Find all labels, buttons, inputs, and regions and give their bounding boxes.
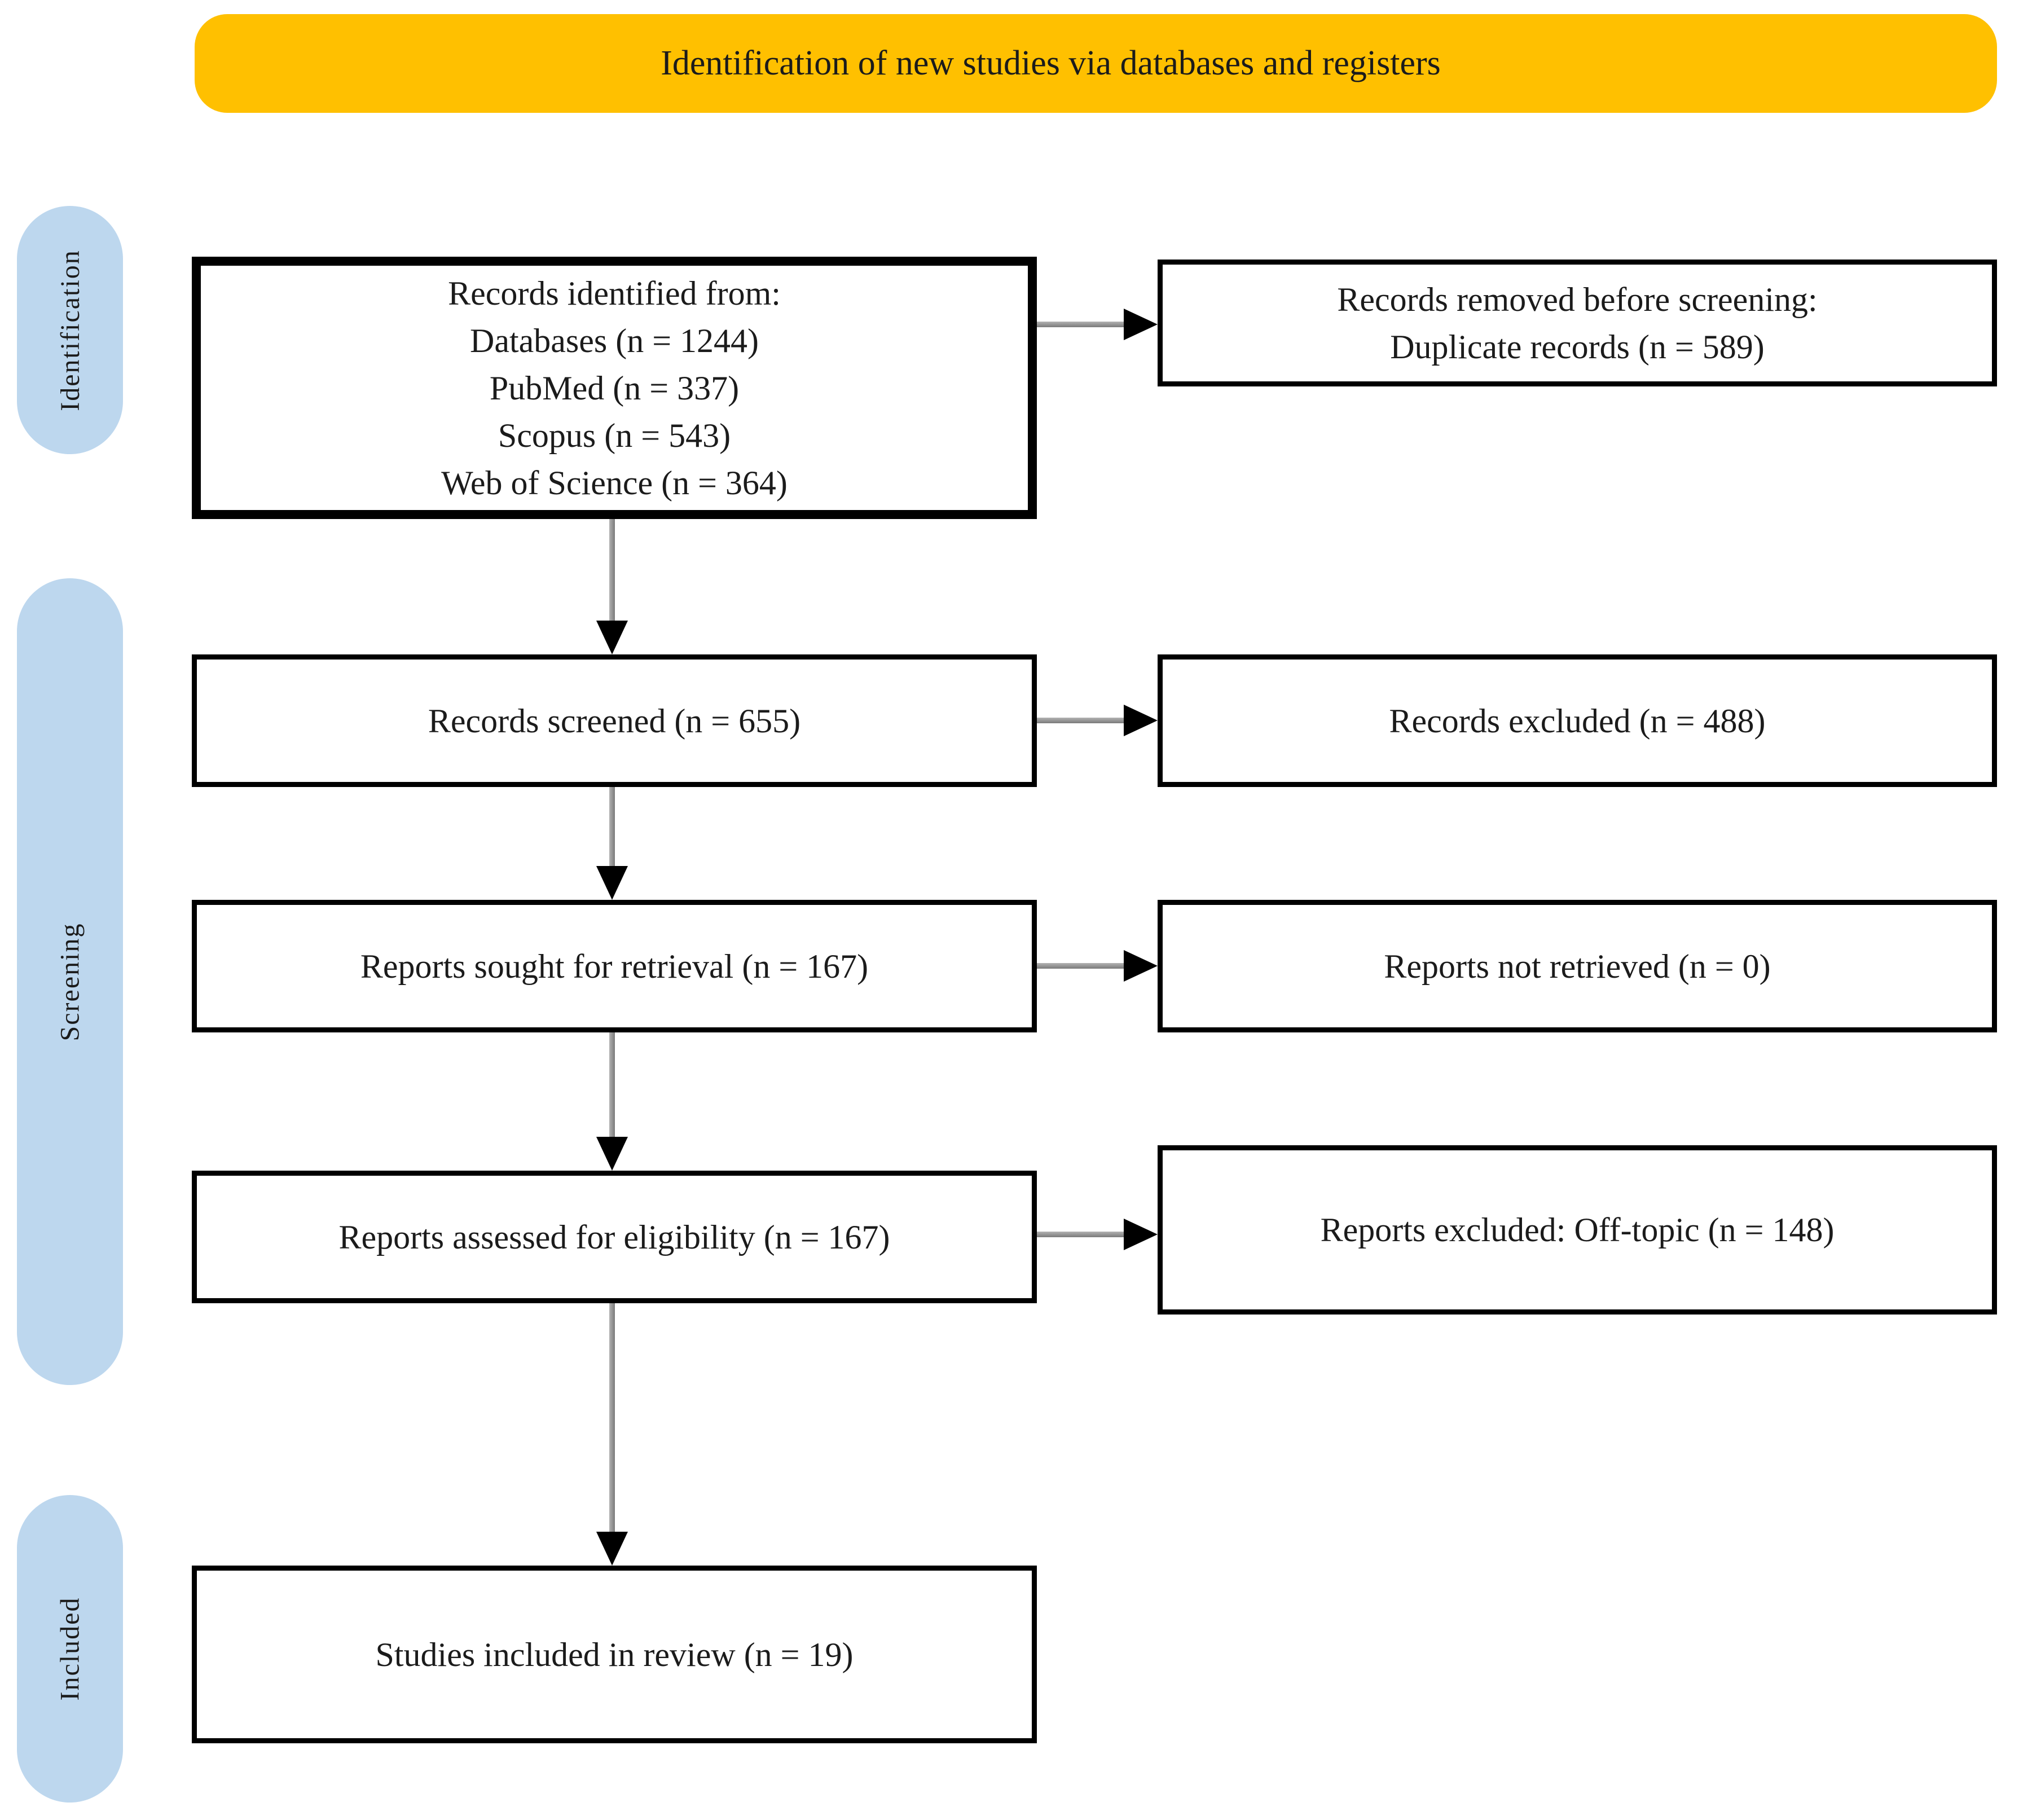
arrow-head-icon [1124, 705, 1158, 736]
box-text-line: Scopus (n = 543) [498, 416, 731, 454]
arrow-shaft [609, 1032, 615, 1137]
box-text-line: Duplicate records (n = 589) [1390, 328, 1765, 366]
box-text-line: Records identified from: [448, 274, 781, 312]
arrow-head-icon [596, 1137, 628, 1171]
stage-pill-screening: Screening [17, 578, 123, 1385]
arrow-reports-assessed-to-reports-excluded [1037, 1219, 1158, 1250]
arrow-records-screened-to-records-excluded [1037, 705, 1158, 736]
box-text-line: Studies included in review (n = 19) [375, 1636, 854, 1673]
arrow-reports-sought-to-reports-not-retrieved [1037, 950, 1158, 982]
arrow-records-identified-to-records-removed [1037, 309, 1158, 340]
arrow-shaft [609, 1303, 615, 1532]
arrow-records-identified-to-records-screened [596, 519, 628, 654]
box-records-removed: Records removed before screening: Duplic… [1158, 260, 1997, 386]
box-records-screened: Records screened (n = 655) [192, 654, 1037, 787]
arrow-head-icon [1124, 309, 1158, 340]
arrow-shaft [1037, 322, 1124, 327]
arrow-head-icon [596, 1532, 628, 1566]
arrow-reports-sought-to-reports-assessed [596, 1032, 628, 1171]
arrow-shaft [1037, 718, 1124, 723]
stage-label-included: Included [55, 1597, 85, 1701]
box-text-line: Records removed before screening: [1337, 280, 1818, 318]
box-reports-sought: Reports sought for retrieval (n = 167) [192, 900, 1037, 1032]
box-text-line: Records excluded (n = 488) [1389, 702, 1766, 740]
diagram-title: Identification of new studies via databa… [661, 44, 1441, 82]
arrow-head-icon [1124, 1219, 1158, 1250]
box-text-line: Reports excluded: Off-topic (n = 148) [1320, 1211, 1835, 1248]
stage-pill-identification: Identification [17, 206, 123, 454]
box-text-line: Databases (n = 1244) [469, 322, 759, 359]
stage-label-screening: Screening [55, 922, 85, 1041]
arrow-shaft [1037, 963, 1124, 969]
arrow-shaft [609, 787, 615, 866]
box-text-line: Records screened (n = 655) [428, 702, 801, 740]
arrow-reports-assessed-to-studies-included [596, 1303, 628, 1566]
stage-label-identification: Identification [55, 249, 85, 411]
box-text-line: Reports assessed for eligibility (n = 16… [338, 1218, 890, 1256]
stage-pill-included: Included [17, 1495, 123, 1803]
arrow-records-screened-to-reports-sought [596, 787, 628, 900]
arrow-head-icon [596, 621, 628, 654]
box-reports-not-retrieved: Reports not retrieved (n = 0) [1158, 900, 1997, 1032]
box-text-line: Reports not retrieved (n = 0) [1384, 947, 1771, 985]
box-reports-excluded: Reports excluded: Off-topic (n = 148) [1158, 1145, 1997, 1315]
arrow-head-icon [596, 866, 628, 900]
box-reports-assessed: Reports assessed for eligibility (n = 16… [192, 1171, 1037, 1303]
arrow-shaft [1037, 1232, 1124, 1237]
box-text-line: PubMed (n = 337) [489, 369, 740, 407]
arrow-shaft [609, 519, 615, 621]
arrow-head-icon [1124, 950, 1158, 982]
box-records-identified: Records identified from: Databases (n = … [192, 257, 1037, 519]
header-banner: Identification of new studies via databa… [195, 14, 1997, 113]
box-text-line: Web of Science (n = 364) [441, 464, 788, 502]
box-studies-included: Studies included in review (n = 19) [192, 1566, 1037, 1743]
box-records-excluded: Records excluded (n = 488) [1158, 654, 1997, 787]
box-text-line: Reports sought for retrieval (n = 167) [360, 947, 869, 985]
